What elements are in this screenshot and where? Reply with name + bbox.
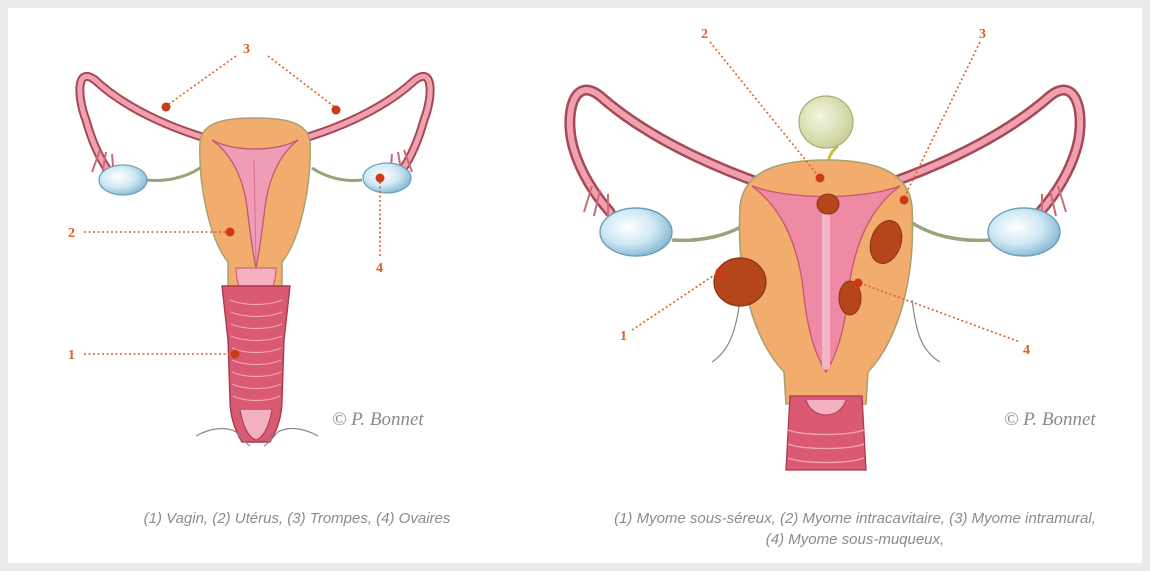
left-caption: (1) Vagin, (2) Utérus, (3) Trompes, (4) … (112, 508, 482, 529)
marker-myome-sous-sereux (716, 268, 725, 277)
marker-uterus (226, 228, 235, 237)
right-caption-line-2: (4) Myome sous-muqueux, (560, 529, 1150, 550)
marker-trompe-right (332, 106, 341, 115)
left-label-2: 2 (68, 226, 75, 241)
right-label-3: 3 (979, 27, 986, 42)
left-label-4: 4 (376, 261, 383, 276)
right-caption-line-1: (1) Myome sous-séreux, (2) Myome intraca… (560, 508, 1150, 529)
marker-myome-sous-muqueux (854, 279, 863, 288)
right-label-1: 1 (620, 329, 627, 344)
left-label-1: 1 (68, 348, 75, 363)
right-label-4: 4 (1023, 343, 1030, 358)
right-caption: (1) Myome sous-séreux, (2) Myome intraca… (560, 508, 1150, 550)
marker-myome-intracavitaire (816, 174, 825, 183)
marker-myome-intramural (900, 196, 909, 205)
right-label-2: 2 (701, 27, 708, 42)
marker-trompe-left (162, 103, 171, 112)
marker-ovaire (376, 174, 385, 183)
myoma-intracavitary (817, 194, 839, 214)
marker-vagin (231, 350, 240, 359)
left-copyright: © P. Bonnet (332, 409, 424, 430)
myoma-subserous (714, 258, 766, 306)
left-label-3: 3 (243, 42, 250, 57)
right-copyright: © P. Bonnet (1004, 409, 1096, 430)
